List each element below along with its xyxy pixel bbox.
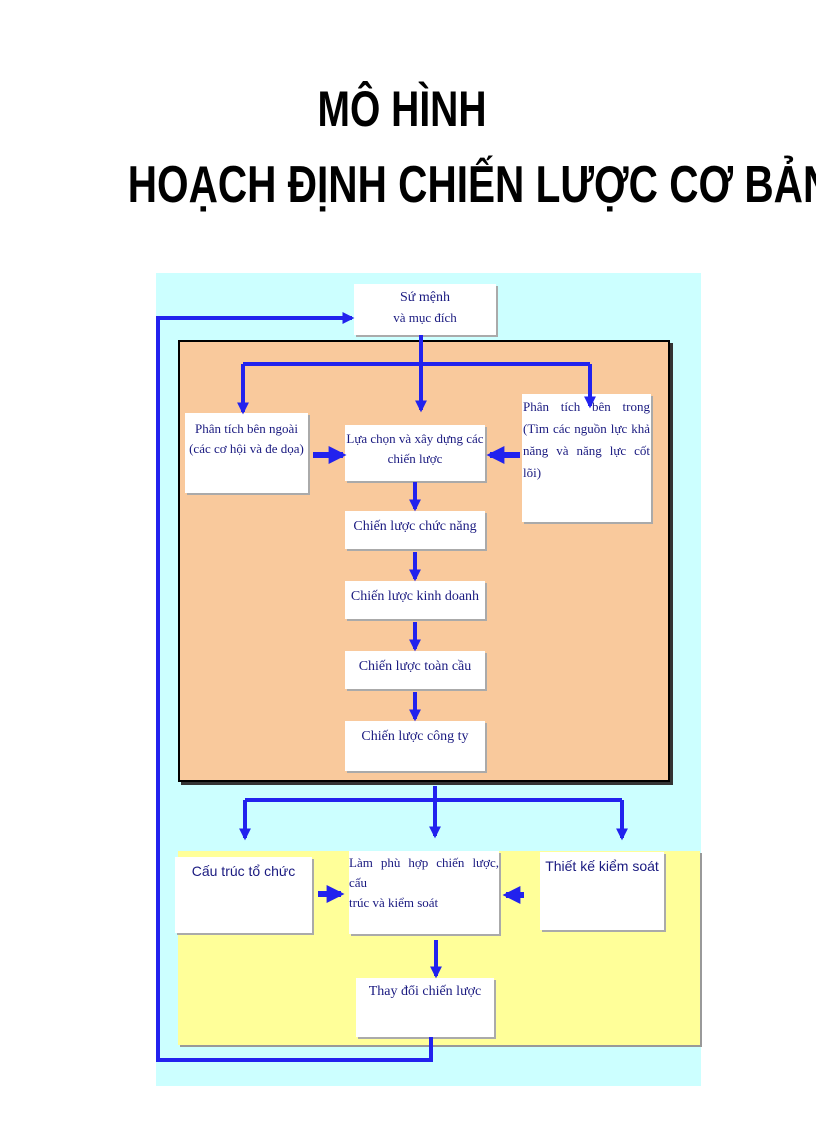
- node-functional-strategy: Chiến lược chức năng: [345, 511, 485, 549]
- node-strategy-change: Thay đổi chiến lược: [356, 978, 494, 1037]
- node-external-analysis: Phân tích bên ngoài(các cơ hội và đe dọa…: [185, 413, 308, 493]
- node-corporate-strategy: Chiến lược công ty: [345, 721, 485, 771]
- node-global-strategy: Chiến lược toàn cầu: [345, 651, 485, 689]
- feedback-loop-arrow: [156, 312, 433, 1062]
- node-business-strategy: Chiến lược kinh doanh: [345, 581, 485, 619]
- node-control-design: Thiết kế kiểm soát: [540, 852, 664, 930]
- node-org-structure: Cấu trúc tổ chức: [175, 857, 312, 933]
- node-internal-analysis: Phân tích bên trong(Tìm các nguồn lực kh…: [522, 394, 651, 522]
- title-line-2: HOẠCH ĐỊNH CHIẾN LƯỢC CƠ BẢN: [127, 156, 816, 214]
- title-line-1: MÔ HÌNH: [317, 81, 487, 137]
